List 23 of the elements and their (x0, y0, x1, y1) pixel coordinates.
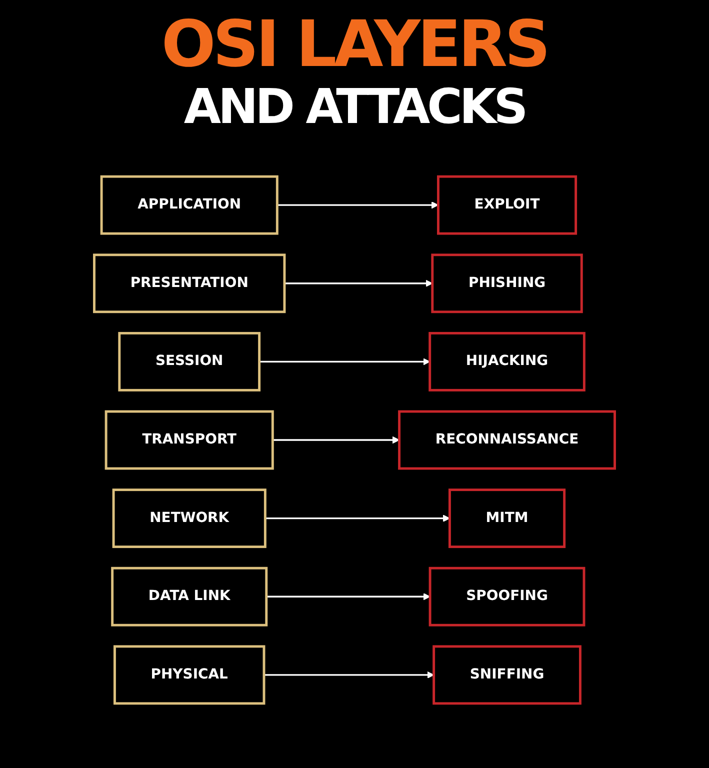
attack-box: SPOOFING (428, 566, 586, 626)
arrow (265, 514, 450, 522)
arrow (284, 280, 433, 287)
layer-box: APPLICATION (100, 175, 278, 235)
layer-box: PHYSICAL (114, 645, 266, 705)
attack-box: MITM (448, 488, 566, 548)
arrow (259, 358, 430, 366)
subtitle: AND ATTACKS (184, 80, 526, 134)
layer-box: TRANSPORT (104, 410, 274, 470)
layer-box: SESSION (118, 332, 261, 392)
arrow (266, 593, 430, 600)
attack-box: EXPLOIT (437, 175, 578, 235)
layer-box: PRESENTATION (93, 254, 286, 314)
attack-box: HIJACKING (428, 332, 586, 392)
arrow (272, 436, 400, 444)
attack-box: PHISHING (431, 254, 583, 314)
attack-box: RECONNAISSANCE (398, 410, 616, 470)
arrow (277, 201, 439, 209)
layer-box: NETWORK (112, 488, 266, 548)
title: OSI LAYERS (161, 10, 548, 80)
layer-box: DATA LINK (111, 566, 268, 626)
arrow (264, 671, 434, 679)
attack-box: SNIFFING (432, 645, 582, 705)
